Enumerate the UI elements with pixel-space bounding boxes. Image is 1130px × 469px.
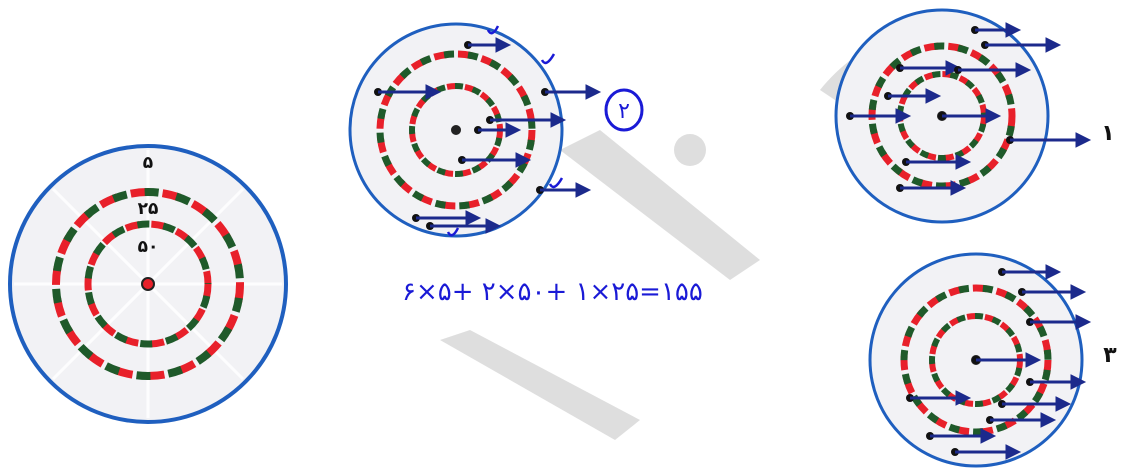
dartboard-3 bbox=[870, 254, 1090, 466]
option-label-1: ۱ bbox=[1101, 121, 1114, 146]
dartboard-2 bbox=[350, 24, 600, 236]
bullseye bbox=[142, 278, 154, 290]
option-label-2: ۲ bbox=[618, 99, 630, 124]
zone-label-inner: ۵۰ bbox=[138, 237, 159, 257]
handwritten-equation: ۶×۵+ ۲×۵۰+ ۱×۲۵=۱۵۵ bbox=[402, 277, 703, 307]
zone-label-outer: ۵ bbox=[143, 153, 153, 173]
option-label-3: ۳ bbox=[1103, 343, 1117, 368]
reference-dartboard: ۵ ۲۵ ۵۰ bbox=[10, 146, 286, 422]
dartboard-1 bbox=[836, 10, 1090, 222]
zone-label-middle: ۲۵ bbox=[138, 199, 159, 219]
